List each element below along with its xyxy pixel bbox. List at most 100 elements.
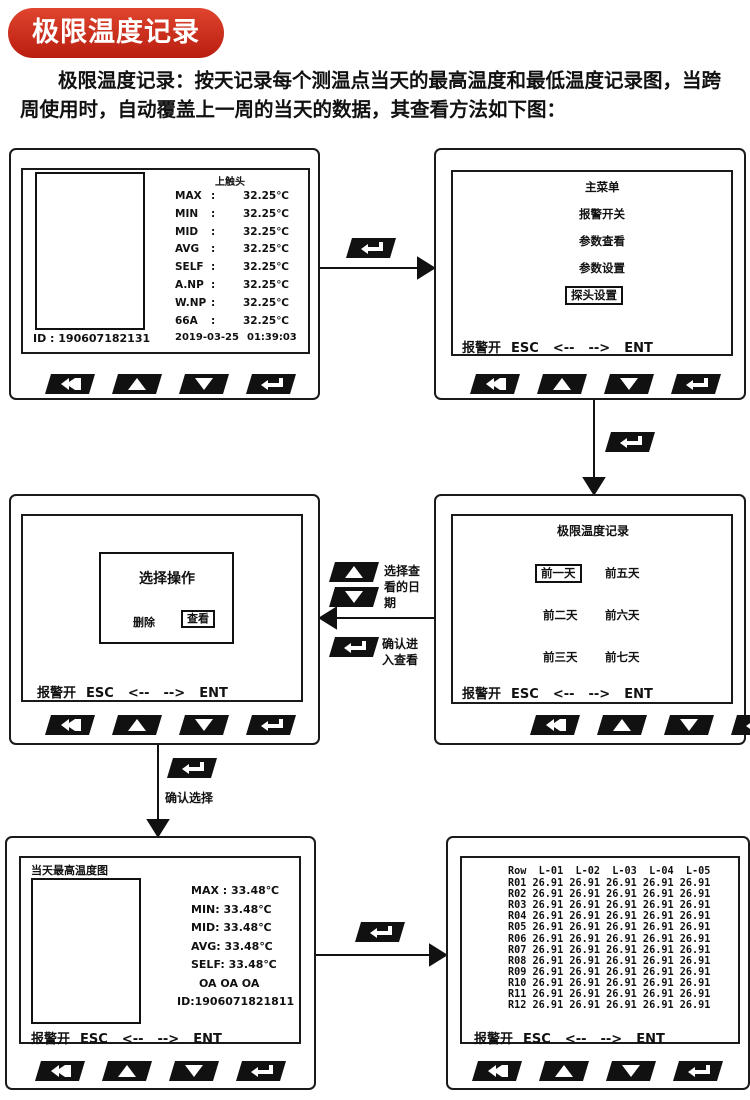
menu-title: 主菜单 (585, 180, 620, 194)
dialog-title: 选择操作 (139, 571, 195, 587)
screen-title: 极限温度记录 (557, 524, 630, 538)
button-row (530, 715, 750, 735)
grid-row: R03 26.91 26.91 26.91 26.91 26.91 (508, 900, 711, 912)
softkey-label: ENT (624, 687, 653, 702)
enter-button[interactable] (673, 1061, 723, 1081)
softkey-label: ENT (636, 1032, 665, 1047)
menu-item[interactable]: 参数设置 (579, 261, 625, 275)
reading-value: 32.25℃ (243, 207, 289, 220)
down-button[interactable] (179, 715, 229, 735)
enter-button[interactable] (246, 715, 296, 735)
down-button[interactable] (664, 715, 714, 735)
reading-sep: : (211, 243, 216, 256)
reading-row: ID:1906071821811 (177, 995, 295, 1008)
enter-button[interactable] (671, 374, 721, 394)
up-icon (328, 562, 380, 586)
device-6-temp-grid: Row L-01 L-02 L-03 L-04 L-05 R01 26.91 2… (446, 836, 750, 1090)
menu-item[interactable]: 报警开关 (579, 207, 625, 221)
button-row (35, 1061, 303, 1081)
up-button[interactable] (112, 715, 162, 735)
back-button[interactable] (45, 715, 95, 735)
down-button[interactable] (604, 374, 654, 394)
down-button[interactable] (169, 1061, 219, 1081)
delete-option[interactable]: 删除 (133, 616, 155, 629)
day-option[interactable]: 前五天 (605, 566, 640, 580)
softkey-label: <-- (127, 686, 150, 701)
softkey-label: ENT (199, 686, 228, 701)
grid-row: R10 26.91 26.91 26.91 26.91 26.91 (508, 977, 711, 989)
softkey-label: ESC (511, 687, 539, 702)
section-banner: 极限温度记录 (8, 8, 224, 58)
down-button[interactable] (179, 374, 229, 394)
reading-sep: : (211, 261, 216, 274)
softkey-label: 报警开 (474, 1032, 514, 1047)
up-button[interactable] (537, 374, 587, 394)
label-confirm-select: 确认选择 (165, 791, 214, 805)
back-button[interactable] (35, 1061, 85, 1081)
enter-icon (328, 637, 380, 661)
down-button[interactable] (606, 1061, 656, 1081)
softkey-label: <-- (552, 687, 575, 702)
dialog-box: 选择操作 删除 查看 (99, 552, 234, 644)
day-option[interactable]: 前七天 (605, 650, 640, 664)
grid-row: R01 26.91 26.91 26.91 26.91 26.91 (508, 878, 711, 889)
softkey-label: ESC (511, 341, 539, 356)
up-button[interactable] (102, 1061, 152, 1081)
grid-row: R05 26.91 26.91 26.91 26.91 26.91 (508, 922, 711, 934)
reading-key: SELF (175, 261, 204, 274)
reading-key: MAX (175, 190, 202, 202)
thermal-image-area (35, 172, 145, 330)
reading-value: 32.25℃ (243, 279, 289, 291)
softkey-label: <-- (564, 1032, 587, 1047)
menu-item[interactable]: 参数查看 (579, 234, 625, 248)
date: 2019-03-25 (175, 332, 239, 343)
softkey-label: ESC (86, 686, 114, 701)
reading-sep: : (211, 314, 216, 327)
intro-paragraph: 极限温度记录：按天记录每个测温点当天的最高温度和最低温度记录图，当跨周使用时，自… (20, 69, 722, 121)
reading-sep: : (211, 207, 216, 220)
softkey-label: ENT (624, 341, 653, 356)
up-button[interactable] (539, 1061, 589, 1081)
reading-value: 32.25℃ (243, 243, 289, 256)
up-button[interactable] (597, 715, 647, 735)
day-option[interactable]: 前三天 (543, 650, 578, 664)
grid-row: R06 26.91 26.91 26.91 26.91 26.91 (508, 933, 711, 945)
back-button[interactable] (470, 374, 520, 394)
button-row (472, 1061, 740, 1081)
reading-value: 32.25℃ (243, 296, 289, 309)
softkey-label: --> (588, 341, 611, 356)
day-option[interactable]: 前一天 (535, 564, 582, 583)
enter-button[interactable] (246, 374, 296, 394)
softkey-label: --> (157, 1032, 180, 1047)
reading-row: MAX : 33.48℃ (191, 884, 280, 897)
softkey-label: ESC (523, 1032, 551, 1047)
reading-row: SELF: 33.48℃ (191, 958, 277, 971)
back-button[interactable] (472, 1061, 522, 1081)
time: 01:39:03 (247, 332, 297, 343)
up-button[interactable] (112, 374, 162, 394)
enter-icon (166, 758, 218, 782)
grid-row: R04 26.91 26.91 26.91 26.91 26.91 (508, 911, 711, 923)
grid-header: Row L-01 L-02 L-03 L-04 L-05 (508, 866, 711, 877)
enter-button[interactable] (236, 1061, 286, 1081)
reading-key: 66A (175, 314, 198, 327)
softkey-label: --> (588, 687, 611, 702)
view-option[interactable]: 查看 (181, 610, 215, 628)
reading-value: 32.25℃ (243, 225, 289, 238)
probe-title: 上触头 (215, 177, 245, 188)
day-option[interactable]: 前二天 (543, 608, 578, 622)
grid-row: R07 26.91 26.91 26.91 26.91 26.91 (508, 944, 711, 956)
day-option[interactable]: 前六天 (605, 608, 640, 622)
menu-item[interactable]: 探头设置 (565, 286, 623, 305)
enter-button[interactable] (731, 715, 750, 735)
reading-key: A.NP (175, 279, 204, 291)
back-button[interactable] (530, 715, 580, 735)
grid-row: R12 26.91 26.91 26.91 26.91 26.91 (508, 1000, 711, 1012)
back-button[interactable] (45, 374, 95, 394)
